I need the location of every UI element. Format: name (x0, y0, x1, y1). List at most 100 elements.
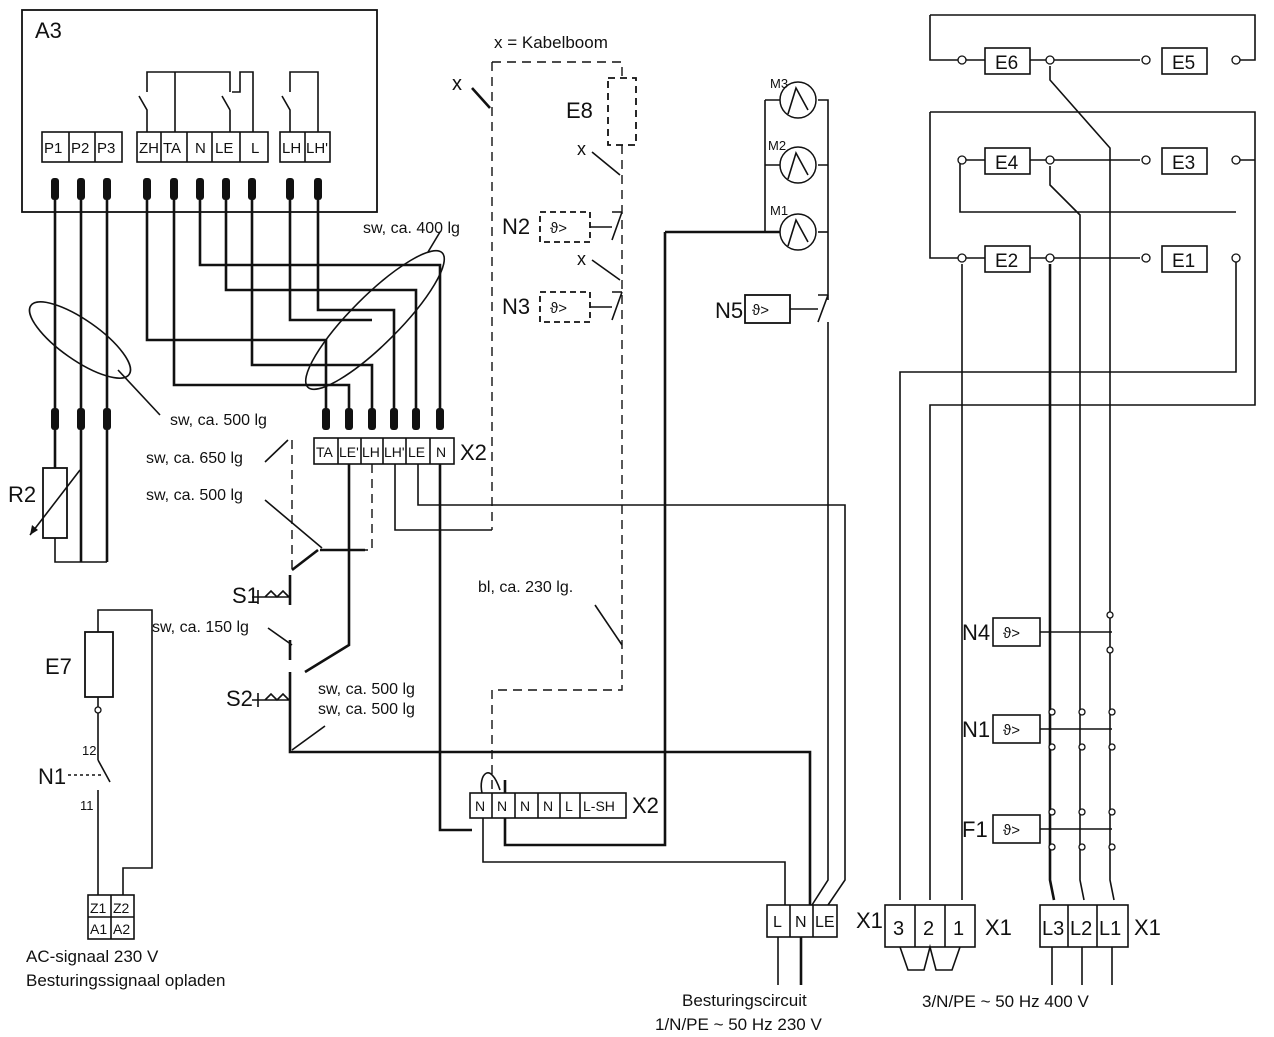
x2-bottom-terminal-lsh: L-SH (583, 798, 615, 814)
wire-label-leaders (264, 439, 623, 751)
x2-bottom-terminal-l: L (565, 798, 573, 814)
n3-symbol: ϑ> (550, 300, 567, 317)
e7-terminal-z1: Z1 (90, 900, 107, 916)
x1-mains-l2: L2 (1070, 918, 1092, 940)
n1-left-label: N1 (38, 764, 66, 789)
e7-terminal-z2: Z2 (113, 900, 130, 916)
wire-label-sw500b: sw, ca. 500 lg (146, 487, 243, 504)
a3-terminal-ta: TA (163, 140, 181, 157)
x1-control-label: X1 (856, 908, 883, 933)
e6-label: E6 (995, 53, 1018, 74)
wire-label-sw500a: sw, ca. 500 lg (170, 412, 267, 429)
n4-symbol: ϑ> (1003, 625, 1020, 642)
e7-terminal-a1: A1 (90, 921, 107, 937)
x1-heater: 3 2 1 X1 (884, 904, 1012, 971)
a3-terminal-p3: P3 (97, 140, 115, 157)
m1-label: M1 (770, 203, 788, 218)
r2-wiring (28, 200, 161, 563)
n3-label: N3 (502, 294, 530, 319)
n1-contact-11: 11 (80, 798, 94, 813)
a3-terminal-le: LE (215, 140, 233, 157)
heater-bank: E6 E5 E4 E3 E2 E1 (899, 14, 1256, 901)
x1-mains: L3 L2 L1 X1 3/N/PE ~ 50 Hz 400 V (922, 904, 1161, 1011)
n2-symbol: ϑ> (550, 220, 567, 237)
s1-label: S1 (232, 583, 259, 608)
x2-top-terminal-le-prime: LE' (339, 444, 359, 460)
n1-contact-12: 12 (82, 743, 96, 758)
m3-label: M3 (770, 76, 788, 91)
x2-top-terminal-le: LE (408, 444, 425, 460)
wire-label-bl230: bl, ca. 230 lg. (478, 579, 573, 596)
kabelboom-x2: x (577, 139, 586, 159)
x1-heater-label: X1 (985, 915, 1012, 940)
x2-top-label: X2 (460, 440, 487, 465)
n5-thermostat: ϑ> N5 (715, 294, 829, 906)
a3-label: A3 (35, 18, 62, 43)
wire-label-sw500c: sw, ca. 500 lg (318, 681, 415, 698)
x2-bottom-terminal-4: N (543, 798, 553, 814)
a3-terminal-l: L (251, 140, 259, 157)
wire-label-sw500d: sw, ca. 500 lg (318, 701, 415, 718)
wire-labels-left: sw, ca. 400 lg sw, ca. 500 lg sw, ca. 65… (146, 220, 573, 718)
x2-top-terminal-ta: TA (316, 444, 334, 460)
a3-terminal-p1: P1 (44, 140, 62, 157)
x2-bottom-terminal-2: N (497, 798, 507, 814)
charge-signal-caption: Besturingssignaal opladen (26, 971, 225, 990)
r2-sensor: R2 (8, 467, 81, 539)
x1-mains-l3: L3 (1042, 918, 1064, 940)
x2-top-terminal-n: N (436, 444, 446, 460)
wire-label-sw650: sw, ca. 650 lg (146, 450, 243, 467)
n1-right-label: N1 (962, 717, 990, 742)
x1-control-n: N (795, 914, 807, 931)
x1-control-le: LE (815, 914, 835, 931)
x1-mains-label: X1 (1134, 915, 1161, 940)
e7-label: E7 (45, 654, 72, 679)
f1-symbol: ϑ> (1003, 822, 1020, 839)
switches-s1-s2: S1 S2 (226, 440, 812, 910)
x2-top-strip: TA LE' LH LH' LE N X2 (313, 437, 487, 465)
r2-label: R2 (8, 482, 36, 507)
n2-label: N2 (502, 214, 530, 239)
s2-label: S2 (226, 686, 253, 711)
e5-label: E5 (1172, 53, 1195, 74)
kabelboom-x3: x (577, 249, 586, 269)
e7-charge-circuit: E7 12 11 N1 Z1 Z2 A1 A2 AC-signaal 230 V… (26, 609, 225, 990)
n5-symbol: ϑ> (752, 302, 769, 319)
a3-terminal-lh: LH (282, 140, 301, 157)
x2-top-terminal-lh-prime: LH' (384, 444, 405, 460)
x1-heater-3: 3 (893, 918, 904, 940)
e8-label: E8 (566, 98, 593, 123)
f1-label: F1 (962, 817, 988, 842)
e4-label: E4 (995, 153, 1019, 174)
e7-terminal-a2: A2 (113, 921, 130, 937)
protectors: ϑ> N4 ϑ> N1 ϑ> F1 (962, 611, 1116, 851)
mains-supply-caption: 3/N/PE ~ 50 Hz 400 V (922, 992, 1089, 1011)
x1-control: L N LE X1 Besturingscircuit 1/N/PE ~ 50 … (655, 904, 883, 1034)
n2-thermostat: ϑ> N2 (502, 211, 623, 243)
n3-thermostat: ϑ> N3 (502, 291, 623, 323)
n1-right-symbol: ϑ> (1003, 722, 1020, 739)
wire-label-sw400: sw, ca. 400 lg (363, 220, 460, 237)
e2-label: E2 (995, 251, 1018, 272)
e8-element: E8 (566, 77, 637, 146)
x1-heater-1: 1 (953, 918, 964, 940)
a3-to-x2-wiring (145, 200, 446, 408)
x1-heater-2: 2 (923, 918, 934, 940)
a3-terminal-n: N (195, 140, 206, 157)
x2-bottom-terminal-3: N (520, 798, 530, 814)
fans: M3 M2 M1 (503, 76, 829, 847)
ac-signal-caption: AC-signaal 230 V (26, 947, 159, 966)
a3-terminal-p2: P2 (71, 140, 89, 157)
control-supply-caption: 1/N/PE ~ 50 Hz 230 V (655, 1015, 822, 1034)
m2-label: M2 (768, 138, 786, 153)
a3-plugs (51, 178, 444, 430)
x1-mains-l1: L1 (1099, 918, 1121, 940)
x2-bottom-terminal-1: N (475, 798, 485, 814)
wire-label-sw150: sw, ca. 150 lg (152, 619, 249, 636)
kabelboom: x = Kabelboom x x x (452, 33, 623, 790)
kabelboom-legend: x = Kabelboom (494, 33, 608, 52)
e3-label: E3 (1172, 153, 1195, 174)
e1-label: E1 (1172, 251, 1195, 272)
x2-bottom-strip: N N N N L L-SH X2 (469, 772, 786, 910)
